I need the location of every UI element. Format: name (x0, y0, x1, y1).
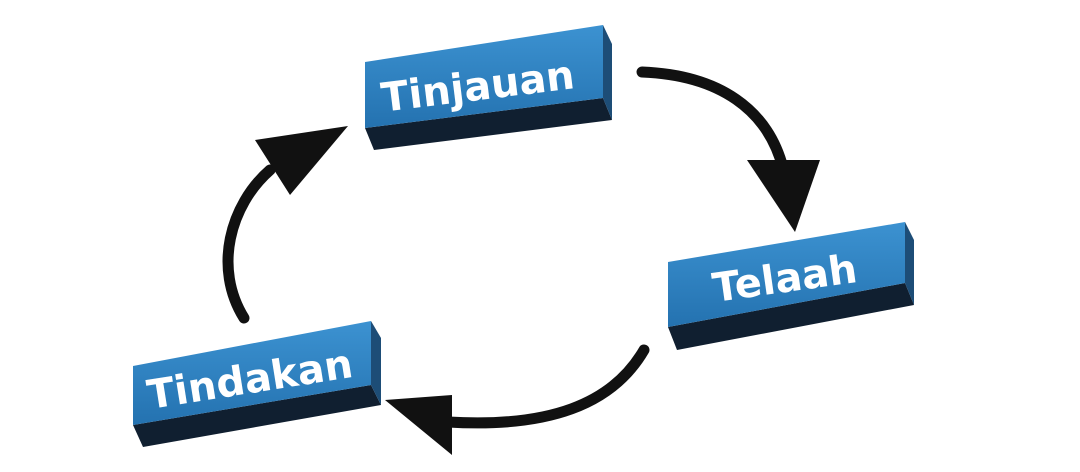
node-tindakan: Tindakan (133, 321, 381, 447)
node-tinjauan: Tinjauan (365, 25, 612, 150)
arrow-tinjauan-to-telaah (636, 66, 820, 232)
arrow-tindakan-to-tinjauan (222, 126, 348, 324)
cycle-arrows (222, 66, 820, 455)
node-telaah: Telaah (668, 222, 914, 350)
arrow-telaah-to-tindakan (385, 344, 650, 455)
